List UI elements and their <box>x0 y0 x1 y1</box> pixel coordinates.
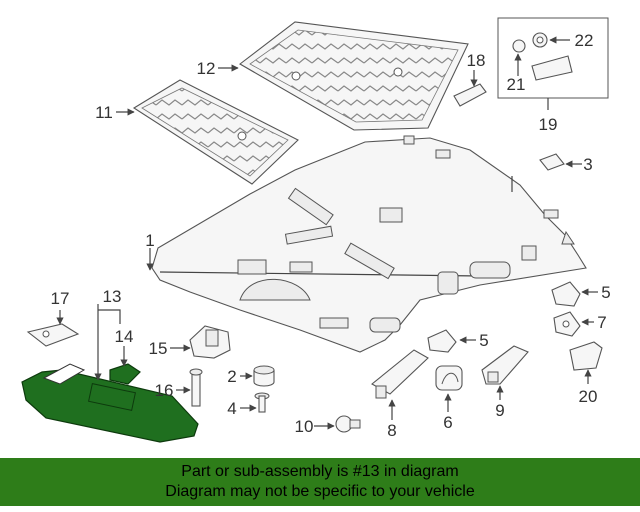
parts-diagram: 1 2 3 4 5 5 6 7 8 9 10 11 12 13 14 15 16… <box>21 17 611 443</box>
callout-14: 14 <box>115 327 134 346</box>
part-9-grab-handle <box>481 345 529 385</box>
part-5-upper-bracket <box>551 281 581 307</box>
part-4-screw <box>254 392 270 413</box>
banner-line-2: Diagram may not be specific to your vehi… <box>165 483 475 500</box>
callout-22: 22 <box>575 31 594 50</box>
part-12-insulation-pad <box>239 21 469 131</box>
callout-20: 20 <box>579 387 598 406</box>
callout-2: 2 <box>227 367 236 386</box>
part-14-visor-clip <box>109 363 141 385</box>
part-5-lower-bracket <box>427 329 457 353</box>
callout-1: 1 <box>145 231 154 250</box>
part-18-lamp <box>453 83 487 107</box>
part-16-pin <box>189 368 203 407</box>
callout-12: 12 <box>197 59 216 78</box>
part-17-plate <box>26 323 80 347</box>
part-19-group-box <box>497 17 609 110</box>
part-10-clip <box>335 415 361 433</box>
callout-7: 7 <box>597 313 606 332</box>
callout-21: 21 <box>507 75 526 94</box>
callout-17: 17 <box>51 289 70 308</box>
leader-lines <box>56 36 598 430</box>
part-13-sun-visor <box>21 363 199 443</box>
part-20-cover <box>569 341 603 371</box>
part-8-grab-handle <box>371 349 429 399</box>
callout-10: 10 <box>295 417 314 436</box>
part-15-bracket <box>189 325 231 359</box>
callout-8: 8 <box>387 421 396 440</box>
banner-line-1: Part or sub-assembly is #13 in diagram <box>181 463 459 480</box>
part-1-headliner <box>151 135 587 353</box>
callout-5-lower: 5 <box>479 331 488 350</box>
callout-labels: 1 2 3 4 5 5 6 7 8 9 10 11 12 13 14 15 16… <box>51 31 611 440</box>
callout-4: 4 <box>227 399 236 418</box>
callout-13: 13 <box>103 287 122 306</box>
info-banner: Part or sub-assembly is #13 in diagram D… <box>0 458 640 506</box>
callout-16: 16 <box>155 381 174 400</box>
callout-18: 18 <box>467 51 486 70</box>
callout-3: 3 <box>583 155 592 174</box>
part-6-cover <box>435 365 463 391</box>
callout-6: 6 <box>443 413 452 432</box>
part-3-clip <box>539 153 565 171</box>
part-11-insulation-pad <box>132 79 299 185</box>
callout-9: 9 <box>495 401 504 420</box>
part-7-cover <box>553 311 581 337</box>
part-2-cap <box>253 365 275 387</box>
callout-15: 15 <box>149 339 168 358</box>
callout-5-upper: 5 <box>601 283 610 302</box>
callout-19: 19 <box>539 115 558 134</box>
callout-11: 11 <box>95 103 113 122</box>
